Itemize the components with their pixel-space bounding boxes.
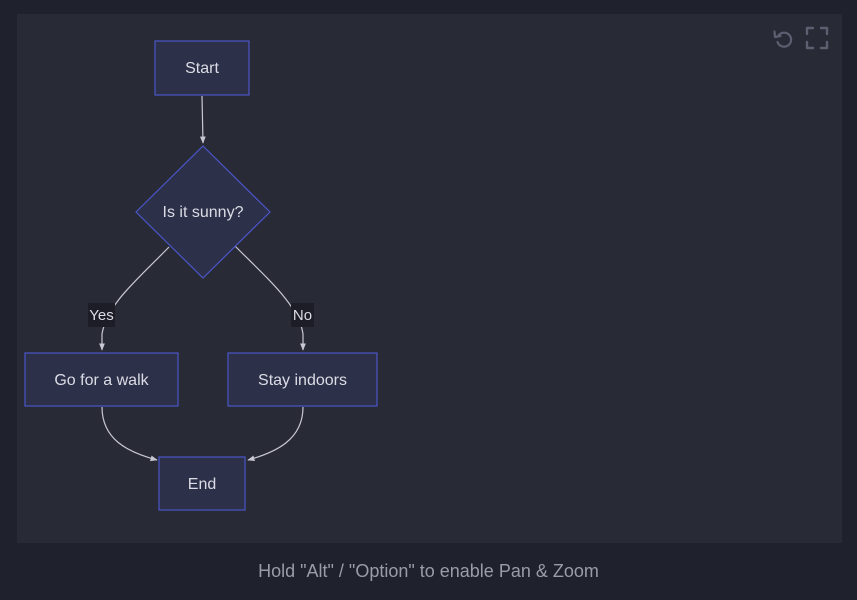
node-walk[interactable]: Go for a walk [24, 352, 179, 407]
edge-label-yes: Yes [88, 303, 115, 327]
undo-icon [773, 30, 793, 48]
pan-zoom-hint: Hold "Alt" / "Option" to enable Pan & Zo… [258, 561, 599, 581]
fullscreen-button[interactable] [805, 26, 829, 50]
node-walk-label: Go for a walk [54, 372, 149, 389]
node-indoors-label: Stay indoors [258, 372, 347, 389]
fullscreen-icon [805, 26, 829, 50]
edge-start-decision [199, 95, 206, 144]
flowchart: Yes No Start Is it sunny? Go for a walk [24, 40, 378, 511]
node-start-label: Start [185, 60, 219, 77]
edge-label-no-text: No [293, 307, 312, 324]
node-end-label: End [188, 476, 216, 493]
edge-indoors-end [247, 406, 304, 462]
edge-decision-walk [99, 246, 170, 351]
edge-label-no: No [291, 303, 314, 327]
node-decision[interactable]: Is it sunny? [135, 145, 271, 279]
diagram-canvas[interactable]: Yes No Start Is it sunny? Go for a walk [17, 14, 842, 543]
edge-walk-end [101, 406, 158, 462]
node-start[interactable]: Start [154, 40, 250, 96]
node-decision-label: Is it sunny? [163, 204, 244, 221]
node-indoors[interactable]: Stay indoors [227, 352, 378, 407]
edge-label-yes-text: Yes [89, 307, 113, 324]
reset-view-button[interactable] [771, 26, 795, 50]
edge-decision-indoors [234, 245, 306, 351]
node-end[interactable]: End [158, 456, 246, 511]
